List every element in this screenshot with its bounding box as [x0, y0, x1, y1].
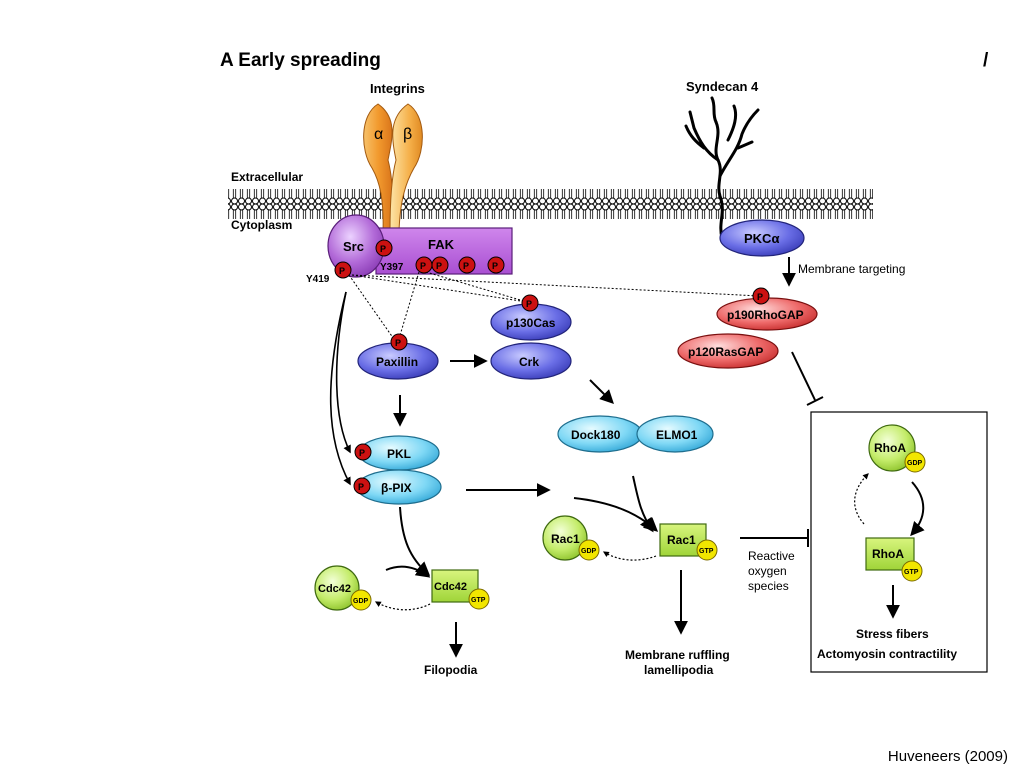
paxillin-label: Paxillin	[376, 355, 418, 369]
integrin-receptor	[363, 103, 423, 233]
ros-label-2: oxygen	[748, 564, 787, 578]
rhoa-gdp-node	[868, 424, 916, 472]
alpha-label: α	[374, 126, 383, 143]
phospho-marker: P	[353, 477, 371, 495]
cell-membrane	[228, 186, 873, 220]
phospho-marker: P	[415, 256, 433, 274]
rhoa-gtp-tag	[901, 560, 923, 582]
stress-fibers-label: Stress fibers	[856, 627, 929, 641]
cdc42-gdp-tag	[350, 589, 372, 611]
p190rhogap-label: p190RhoGAP	[727, 308, 804, 322]
pix-to-rac-curve	[573, 497, 659, 532]
membrane-ruffling-label: Membrane ruffling	[625, 648, 730, 662]
p190-inhibition	[791, 351, 824, 406]
rhoa-gtp-label: RhoA	[872, 547, 904, 561]
beta-label: β	[403, 126, 412, 143]
ros-inhibition	[740, 529, 809, 547]
interaction-lines	[348, 271, 760, 343]
ros-label-1: Reactive	[748, 549, 795, 563]
src-label: Src	[343, 239, 364, 254]
fak-label: FAK	[428, 237, 455, 252]
pkl-label: PKL	[387, 447, 411, 461]
svg-text:P: P	[339, 266, 345, 276]
rhoa-gdp-tag	[904, 451, 926, 473]
crk-label: Crk	[519, 355, 539, 369]
svg-text:P: P	[380, 244, 386, 254]
elmo1-label: ELMO1	[656, 428, 698, 442]
cdc42-activation-curve	[385, 563, 431, 578]
phospho-markers: P P P P P P P P	[334, 239, 770, 495]
actomyosin-label: Actomyosin contractility	[817, 647, 957, 661]
phospho-marker: P	[334, 261, 352, 279]
citation: Huveneers (2009)	[887, 748, 1008, 765]
pkc-alpha-label: PKCα	[744, 231, 779, 246]
svg-text:P: P	[359, 448, 365, 458]
rhoa-gtp-tag-label: GTP	[904, 569, 919, 576]
src-to-pkl-arrow	[335, 291, 351, 454]
rhoa-hydrolysis-arrow	[854, 473, 869, 525]
svg-text:P: P	[358, 482, 364, 492]
cdc42-gdp-label: Cdc42	[318, 583, 351, 595]
phospho-marker: P	[375, 239, 393, 257]
cdc42-gdp-tag-label: GDP	[353, 598, 369, 605]
rhoa-gdp-tag-label: GDP	[907, 460, 923, 467]
svg-text:P: P	[420, 261, 426, 271]
syndecan-label: Syndecan 4	[686, 79, 759, 94]
rac1-gtp-hydrolysis-arrow	[602, 551, 657, 561]
rac1-gdp-tag	[578, 539, 600, 561]
cdc42-hydrolysis-arrow	[374, 601, 431, 611]
figure-title: A Early spreading	[220, 50, 381, 71]
cdc42-gtp-label: Cdc42	[434, 581, 467, 593]
beta-pix-label: β-PIX	[381, 481, 412, 495]
phospho-marker: P	[354, 443, 372, 461]
syndecan-4-receptor	[684, 96, 760, 240]
crk-to-dock-arrow	[589, 379, 614, 404]
phospho-marker: P	[487, 256, 505, 274]
membrane-targeting-label: Membrane targeting	[798, 262, 905, 276]
rhoa-activation-arrow	[910, 481, 925, 537]
dock180-label: Dock180	[571, 428, 621, 442]
extracellular-label: Extracellular	[231, 170, 303, 184]
corner-mark: /	[983, 50, 989, 71]
rhoa-box	[810, 411, 988, 673]
cdc42-gdp-node	[314, 565, 360, 611]
rac1-gtp-tag-label: GTP	[699, 548, 714, 555]
svg-text:P: P	[436, 261, 442, 271]
svg-text:P: P	[492, 261, 498, 271]
cdc42-gtp-tag	[468, 588, 490, 610]
pix-to-cdc42-arrow	[399, 506, 431, 576]
rac1-gdp-tag-label: GDP	[581, 548, 597, 555]
p120rasgap-node	[677, 333, 779, 369]
cdc42-gtp-tag-label: GTP	[471, 597, 486, 604]
cytoplasm-label: Cytoplasm	[231, 218, 292, 232]
y397-label: Y397	[380, 262, 404, 273]
rhoa-gdp-label: RhoA	[874, 441, 906, 455]
svg-text:P: P	[526, 299, 532, 309]
y419-label: Y419	[306, 274, 330, 285]
svg-text:P: P	[757, 292, 763, 302]
phospho-marker: P	[521, 294, 539, 312]
rac1-gtp-tag	[696, 539, 718, 561]
phospho-marker: P	[458, 256, 476, 274]
integrins-label: Integrins	[370, 81, 425, 96]
lamellipodia-label: lamellipodia	[644, 663, 714, 677]
phospho-marker: P	[390, 333, 408, 351]
phospho-marker: P	[431, 256, 449, 274]
filopodia-label: Filopodia	[424, 663, 478, 677]
rac1-gdp-node	[542, 515, 588, 561]
rac1-gtp-label: Rac1	[667, 533, 696, 547]
crk-node	[490, 342, 572, 380]
dock-to-rac-arrow	[632, 475, 654, 533]
svg-text:P: P	[463, 261, 469, 271]
src-to-pix-arrow	[329, 291, 351, 486]
pkc-alpha-node	[719, 219, 805, 257]
p130cas-label: p130Cas	[506, 316, 556, 330]
elmo1-node	[636, 415, 714, 453]
rac1-gdp-label: Rac1	[551, 532, 580, 546]
phospho-marker: P	[752, 287, 770, 305]
svg-text:P: P	[395, 338, 401, 348]
p120rasgap-label: p120RasGAP	[688, 345, 763, 359]
ros-label-3: species	[748, 579, 789, 593]
